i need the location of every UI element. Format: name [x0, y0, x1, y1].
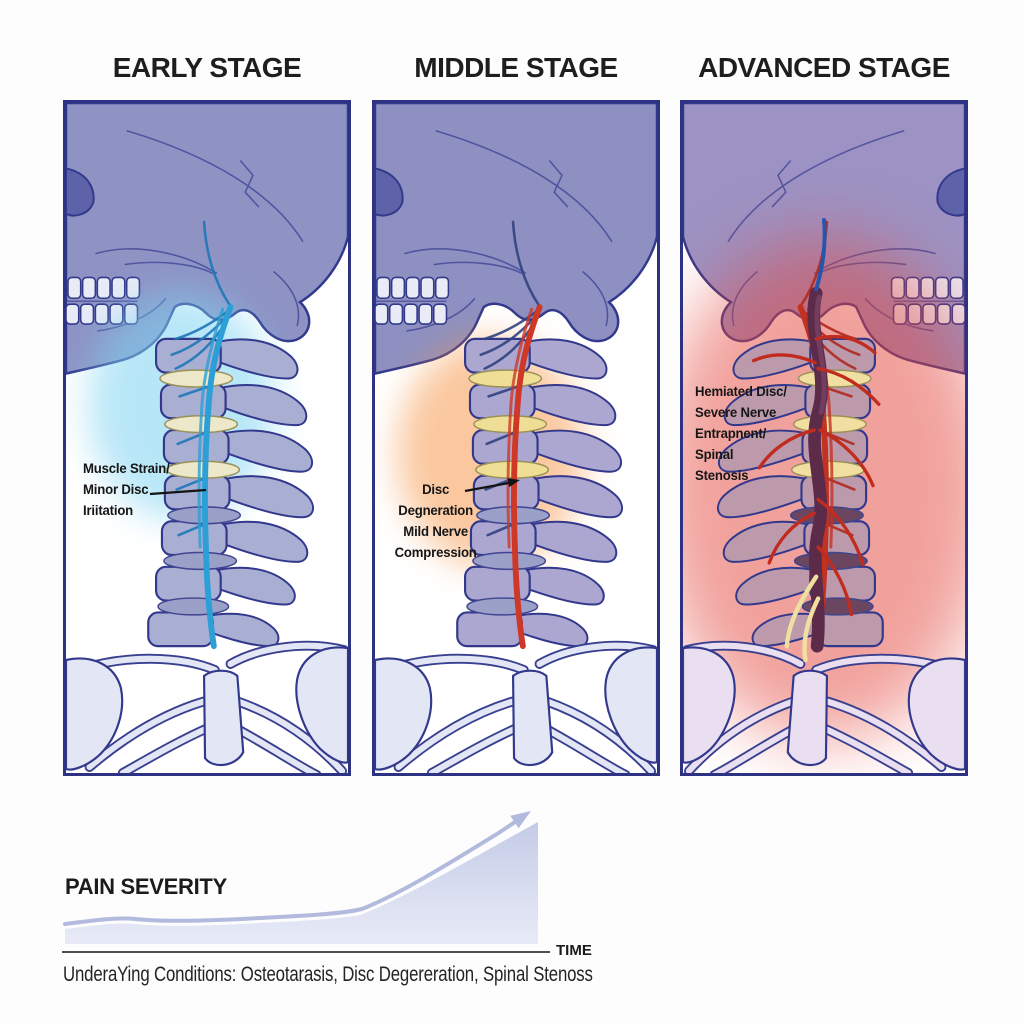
pain-severity-title: PAIN SEVERITY — [65, 874, 227, 899]
anatomy-illustration-middle — [375, 103, 657, 773]
stage-title-middle: MIDDLE STAGE — [414, 52, 618, 83]
trend-arrow — [510, 811, 531, 829]
anatomy-illustration-early — [66, 103, 348, 773]
early-stage-label: Muscle Strain/ Minor Disc Iriitation — [83, 460, 170, 518]
panel-early-stage: Muscle Strain/ Minor Disc Iriitation — [63, 100, 351, 776]
advanced-stage-label: Hemiated Disc/ Severe Nerve Entrapnent/ … — [695, 383, 787, 483]
artery-and-nerve-branches — [751, 217, 881, 663]
stage-title-advanced: ADVANCED STAGE — [698, 52, 950, 83]
label-leader-line — [149, 488, 207, 496]
time-axis-label: TIME — [556, 942, 592, 959]
middle-stage-label: Disc Degneration Mild Nerve Compression — [394, 481, 477, 560]
stage-title-early: EARLY STAGE — [112, 52, 302, 83]
panel-advanced-stage: Hemiated Disc/ Severe Nerve Entrapnent/ … — [680, 100, 968, 776]
anatomy-illustration-advanced — [683, 103, 965, 773]
panel-middle-stage: Disc Degneration Mild Nerve Compression — [372, 100, 660, 776]
underlying-conditions-caption: UnderaYing Conditions: Osteotarasis, Dis… — [63, 963, 593, 986]
pain-severity-curve — [63, 811, 538, 944]
label-arrow — [464, 478, 520, 493]
time-axis-line — [62, 951, 550, 953]
